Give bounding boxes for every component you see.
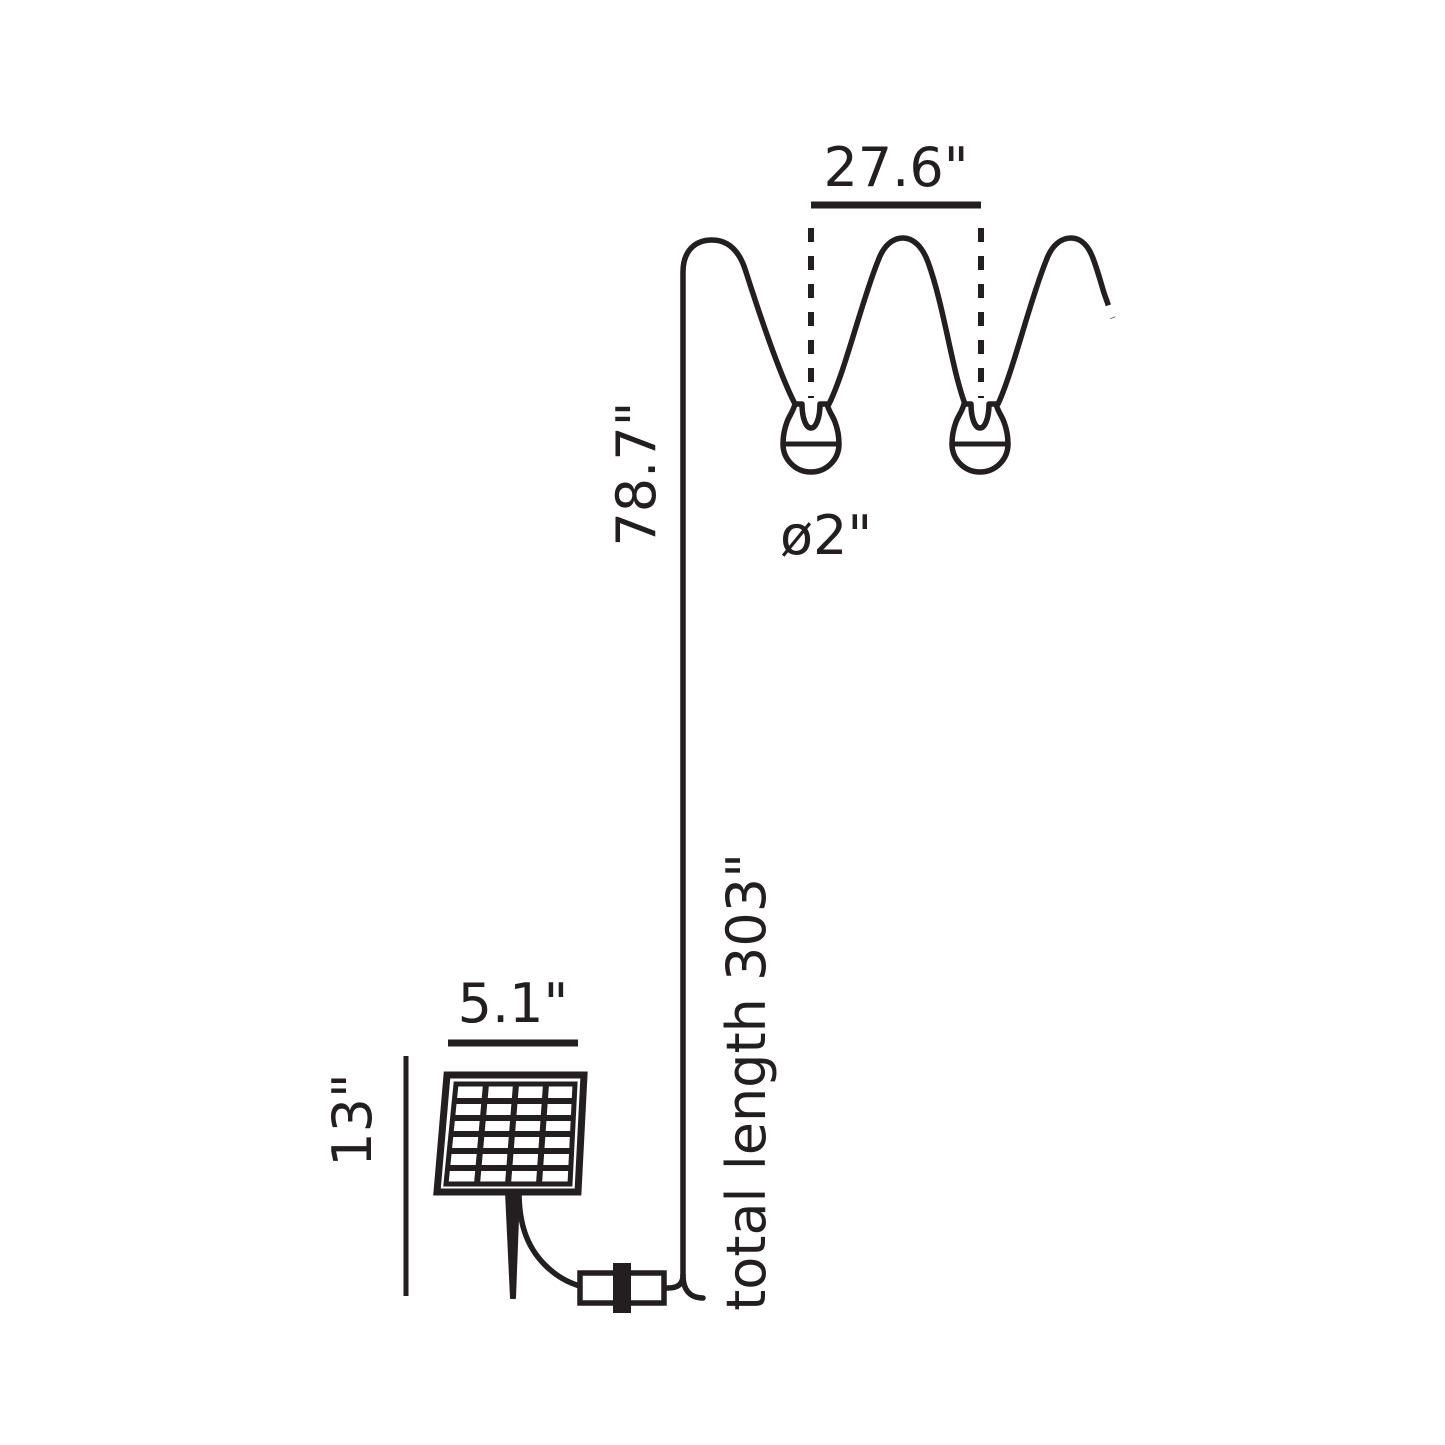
- panel-height-dimension-group: 13": [321, 1056, 409, 1296]
- cable-connector-to-riser: [651, 1272, 686, 1291]
- bulb-2: [949, 401, 1011, 475]
- panel-height-label: 13": [321, 1073, 384, 1167]
- inline-cable-connector: [577, 1263, 667, 1313]
- bulb-1: [780, 401, 842, 475]
- cable-trailing-crest: [995, 235, 1107, 407]
- ground-stake-spike: [505, 1191, 520, 1299]
- bulb-diameter-label: ø2": [780, 504, 872, 567]
- cable-bottom-bend: [680, 1272, 706, 1301]
- cable-swag-between-bulbs: [826, 235, 968, 407]
- ground-stake: [505, 1191, 520, 1299]
- total-length-label: total length 303": [715, 853, 778, 1311]
- panel-width-dimension-group: 5.1": [448, 972, 578, 1047]
- cable-riser-and-first-swag: [680, 237, 798, 1278]
- lead-height-label: 78.7": [605, 401, 668, 546]
- solar-panel-grid-horizontal: [448, 1098, 574, 1171]
- string-light-cable-group: [680, 235, 1116, 1301]
- connector-collar: [613, 1263, 631, 1313]
- spacing-dimension-group: 27.6": [808, 136, 984, 398]
- panel-width-label: 5.1": [458, 972, 569, 1035]
- bulb-2-envelope: [949, 401, 1011, 475]
- solar-panel: [433, 1071, 588, 1196]
- bulb-1-envelope: [780, 401, 842, 475]
- cable-continuation-dashed: [1101, 292, 1116, 319]
- spacing-dimension-label: 27.6": [823, 136, 968, 199]
